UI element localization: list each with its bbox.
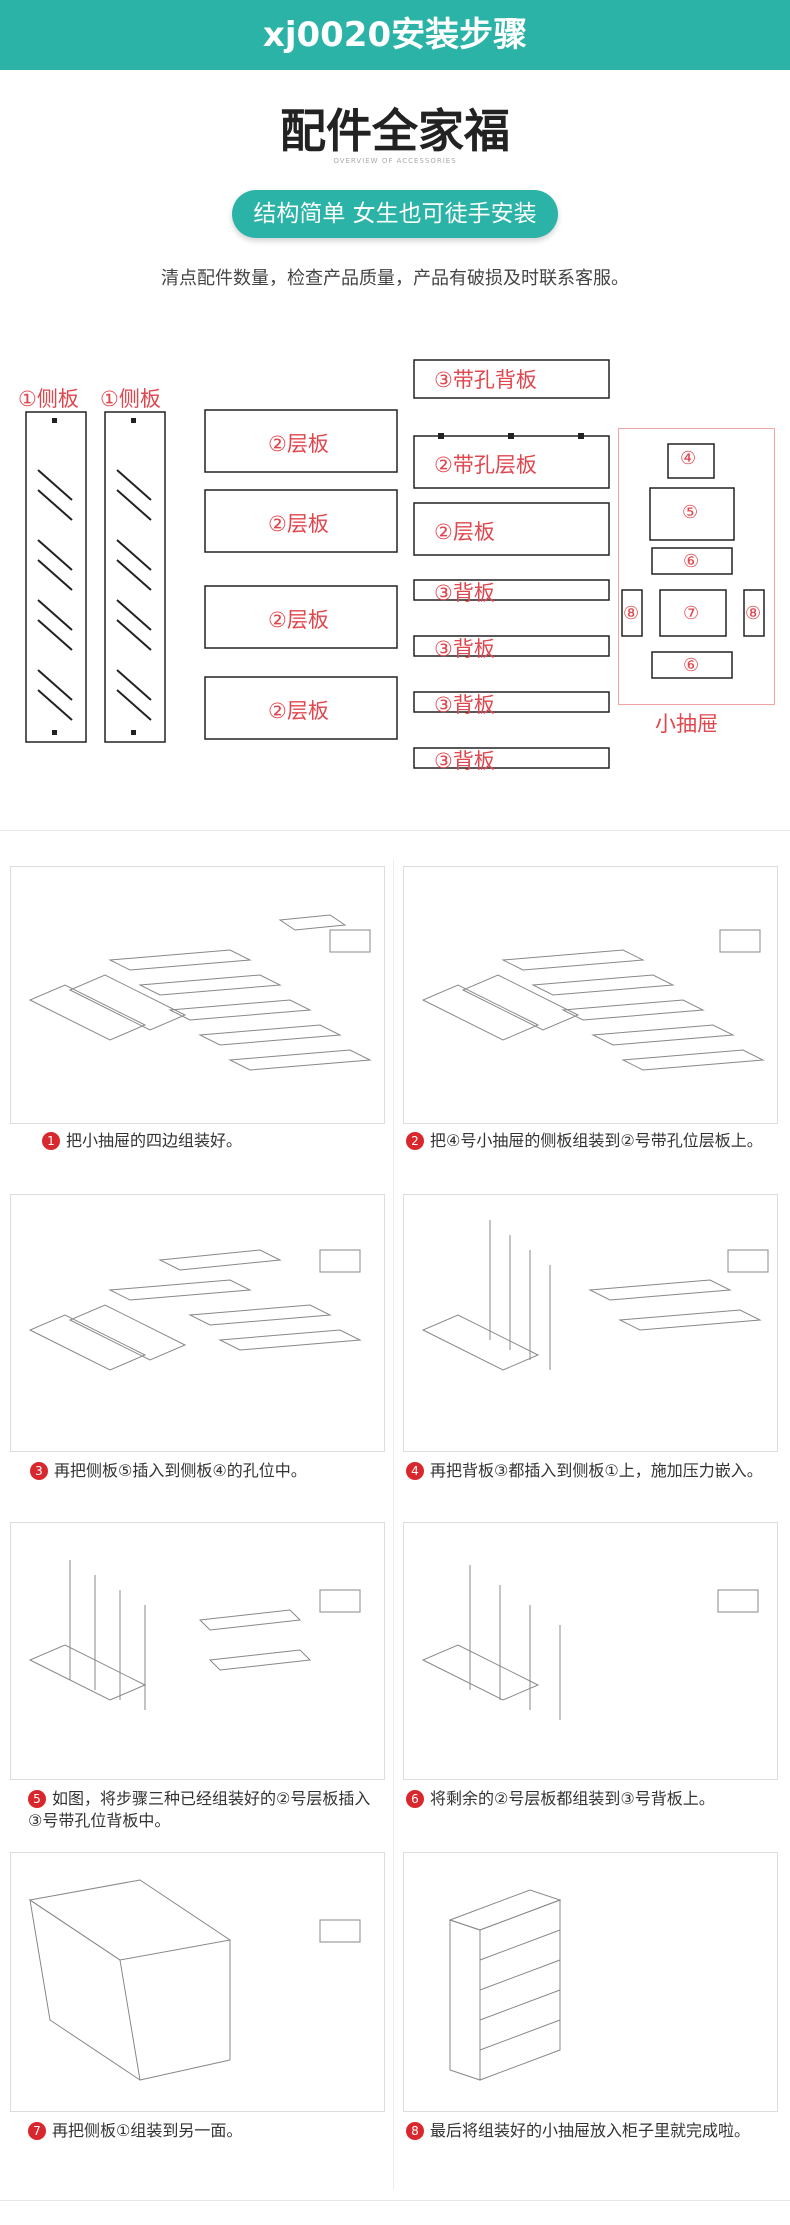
step-4-caption: 4 再把背板③都插入到侧板①上，施加压力嵌入。 bbox=[406, 1460, 776, 1482]
label-d6a: ⑥ bbox=[683, 551, 700, 572]
step-8-caption: 8 最后将组装好的小抽屉放入柜子里就完成啦。 bbox=[406, 2120, 786, 2142]
label-shelf-3: ②层板 bbox=[268, 608, 329, 632]
drawer-part-4 bbox=[667, 443, 715, 479]
label-d8b: ⑧ bbox=[745, 603, 762, 624]
step-8-text: 最后将组装好的小抽屉放入柜子里就完成啦。 bbox=[430, 2121, 751, 2140]
step-1-text: 把小抽屉的四边组装好。 bbox=[66, 1131, 243, 1150]
step-5-text: 如图，将步骤三种已经组装好的②号层板插入③号带孔位背板中。 bbox=[28, 1789, 371, 1830]
bottom-divider bbox=[0, 2200, 790, 2201]
step-7-number: 7 bbox=[28, 2122, 46, 2140]
back-1 bbox=[413, 579, 610, 601]
label-shelf-hole: ②带孔层板 bbox=[434, 453, 537, 477]
label-shelf-5: ②层板 bbox=[434, 520, 495, 544]
step-8-image bbox=[403, 1852, 778, 2112]
step-3-caption: 3 再把侧板⑤插入到侧板④的孔位中。 bbox=[30, 1460, 380, 1482]
drawer-part-7 bbox=[659, 589, 727, 637]
step-1-image bbox=[10, 866, 385, 1124]
step-4-text: 再把背板③都插入到侧板①上，施加压力嵌入。 bbox=[430, 1461, 763, 1480]
label-d8a: ⑧ bbox=[623, 603, 640, 624]
label-shelf-2: ②层板 bbox=[268, 512, 329, 536]
step-3-text: 再把侧板⑤插入到侧板④的孔位中。 bbox=[54, 1461, 307, 1480]
label-d7: ⑦ bbox=[683, 603, 700, 624]
parts-diagram bbox=[25, 359, 765, 769]
drawer-part-6a bbox=[651, 547, 733, 575]
drawer-part-8a bbox=[621, 589, 643, 637]
step-7-text: 再把侧板①组装到另一面。 bbox=[52, 2121, 243, 2140]
shelf-3 bbox=[204, 585, 398, 649]
header-bar: xj0020安装步骤 bbox=[0, 0, 790, 70]
shelf-5 bbox=[413, 502, 610, 556]
step-5-image bbox=[10, 1522, 385, 1780]
intro-text: 清点配件数量，检查产品质量，产品有破损及时联系客服。 bbox=[161, 268, 629, 289]
step-1-number: 1 bbox=[42, 1132, 60, 1150]
step-6-caption: 6 将剩余的②号层板都组装到③号背板上。 bbox=[406, 1788, 776, 1810]
label-back-1: ③背板 bbox=[434, 581, 495, 605]
step-4-image bbox=[403, 1194, 778, 1452]
step-4-number: 4 bbox=[406, 1462, 424, 1480]
side-panel-1 bbox=[25, 411, 87, 743]
label-shelf-1: ②层板 bbox=[268, 432, 329, 456]
label-back-4: ③背板 bbox=[434, 749, 495, 773]
label-d5: ⑤ bbox=[682, 502, 699, 523]
back-3 bbox=[413, 691, 610, 713]
step-3-number: 3 bbox=[30, 1462, 48, 1480]
label-side-1: ①侧板 bbox=[18, 387, 79, 411]
back-2 bbox=[413, 635, 610, 657]
section-small-text: OVERVIEW OF ACCESSORIES bbox=[333, 157, 457, 165]
step-3-image bbox=[10, 1194, 385, 1452]
step-2-text: 把④号小抽屉的侧板组装到②号带孔位层板上。 bbox=[430, 1131, 763, 1150]
step-6-image bbox=[403, 1522, 778, 1780]
step-2-image bbox=[403, 866, 778, 1124]
label-d6b: ⑥ bbox=[683, 655, 700, 676]
drawer-part-5 bbox=[649, 487, 735, 541]
step-6-number: 6 bbox=[406, 1790, 424, 1808]
shelf-1 bbox=[204, 409, 398, 473]
drawer-label: 小抽屉 bbox=[655, 712, 718, 736]
step-7-caption: 7 再把侧板①组装到另一面。 bbox=[28, 2120, 383, 2142]
drawer-part-8b bbox=[743, 589, 765, 637]
feature-pill: 结构简单 女生也可徒手安装 bbox=[232, 190, 558, 238]
side-panel-2 bbox=[104, 411, 166, 743]
drawer-part-6b bbox=[651, 651, 733, 679]
label-back-3: ③背板 bbox=[434, 693, 495, 717]
column-divider bbox=[393, 860, 394, 2190]
label-shelf-4: ②层板 bbox=[268, 699, 329, 723]
back-hole-panel bbox=[413, 359, 610, 399]
shelf-4 bbox=[204, 676, 398, 740]
step-1-caption: 1 把小抽屉的四边组装好。 bbox=[42, 1130, 372, 1152]
step-7-image bbox=[10, 1852, 385, 2112]
step-2-caption: 2 把④号小抽屉的侧板组装到②号带孔位层板上。 bbox=[406, 1130, 776, 1152]
drawer-parts-group bbox=[618, 428, 775, 705]
header-title: xj0020安装步骤 bbox=[262, 15, 528, 55]
step-5-number: 5 bbox=[28, 1790, 46, 1808]
step-6-text: 将剩余的②号层板都组装到③号背板上。 bbox=[430, 1789, 715, 1808]
shelf-2 bbox=[204, 489, 398, 553]
label-back-hole: ③带孔背板 bbox=[434, 368, 537, 392]
label-d4: ④ bbox=[680, 448, 697, 469]
step-2-number: 2 bbox=[406, 1132, 424, 1150]
back-4 bbox=[413, 747, 610, 769]
label-back-2: ③背板 bbox=[434, 637, 495, 661]
step-8-number: 8 bbox=[406, 2122, 424, 2140]
section-divider bbox=[0, 830, 790, 831]
label-side-2: ①侧板 bbox=[100, 387, 161, 411]
section-heading: 配件全家福 bbox=[280, 104, 510, 158]
